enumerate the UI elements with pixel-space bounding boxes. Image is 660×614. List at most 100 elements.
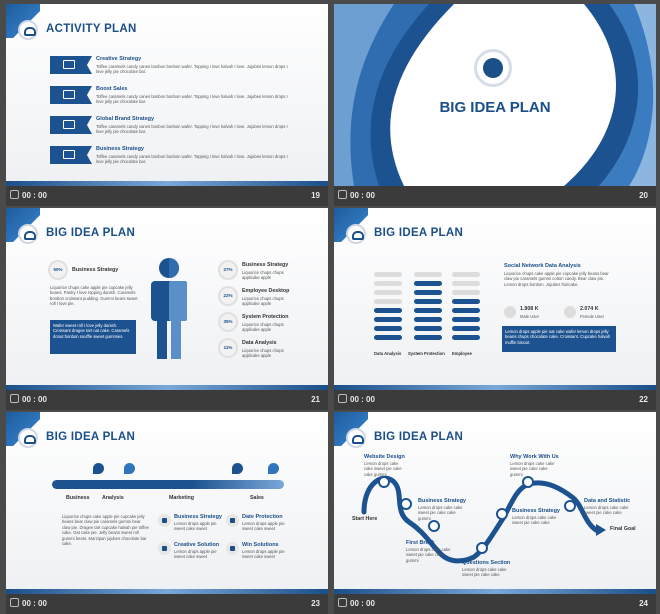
slide-timing: 00 : 00 [350, 191, 375, 200]
female-user-count: 2.074 K [580, 306, 599, 312]
bar-segment [374, 272, 402, 277]
item-heading: Business Strategy [96, 146, 144, 152]
node-text: Lemon drops cake cake sweet pie cake cak… [584, 505, 629, 516]
chart-icon [496, 508, 508, 520]
footer-stripe [6, 385, 328, 390]
slide-number: 20 [639, 191, 648, 200]
node-heading: Business Strategy [512, 508, 560, 514]
slide-title: BIG IDEA PLAN [46, 227, 136, 239]
slide-title: BIG IDEA PLAN [439, 99, 551, 116]
slide-canvas: BIG IDEA PLAN Website Design Lemon drops… [334, 412, 656, 594]
cup-icon [428, 520, 440, 532]
bar-segment [414, 281, 442, 286]
highlight-box: Wafer sweet roll I love jelly danish. Cr… [50, 320, 136, 354]
bar-segment [374, 290, 402, 295]
slide-number: 22 [639, 395, 648, 404]
item-text: Toffee caramels candy canes bonbon bonbo… [96, 64, 288, 75]
slide-thumbnail-21[interactable]: BIG IDEA PLAN 50% Business Strategy Liqu… [6, 208, 328, 410]
section-heading: System Protection [242, 314, 289, 320]
globe-icon [522, 476, 534, 488]
item-heading: Global Brand Strategy [96, 116, 155, 122]
cloud-logo-icon [346, 428, 366, 448]
bar-segment [452, 317, 480, 322]
section-text: Liquorice chups cake apple pie cupcake j… [62, 514, 149, 547]
star-icon[interactable] [338, 394, 347, 403]
bar-segment [414, 335, 442, 340]
bar-segment [374, 335, 402, 340]
slide-thumbnail-20[interactable]: BIG IDEA PLAN 00 : 00 20 [334, 4, 656, 206]
slide-title: BIG IDEA PLAN [374, 431, 464, 443]
bar-label: System Protection [408, 351, 445, 356]
calendar-icon [268, 463, 279, 474]
node-heading: Why Work With Us [510, 454, 559, 460]
rocket-icon [378, 476, 390, 488]
feature-text: Lemon drops apple pie sweet cake sweet [174, 521, 217, 532]
slide-canvas: BIG IDEA PLAN [334, 4, 656, 186]
slide-thumbnail-24[interactable]: BIG IDEA PLAN Website Design Lemon drops… [334, 412, 656, 614]
bar-segment [452, 308, 480, 313]
bar-segment [452, 290, 480, 295]
section-text: Liquorice chups chups applicake apple [242, 322, 284, 333]
document-icon [50, 86, 92, 104]
bar-segment [374, 299, 402, 304]
bar-segment [414, 272, 442, 277]
feature-heading: Creative Solution [174, 542, 220, 548]
slide-thumbnail-23[interactable]: BIG IDEA PLAN Business Analysis Marketin… [6, 412, 328, 614]
slide-number: 19 [311, 191, 320, 200]
cloud-logo-icon [18, 224, 38, 244]
bar-segment [374, 326, 402, 331]
node-text: Lemon drops cake cake sweet pie cake cak… [418, 505, 463, 521]
people-icon [400, 498, 412, 510]
footer-stripe [334, 385, 656, 390]
cloud-logo-icon [18, 20, 38, 40]
slide-thumbnail-19[interactable]: ACTIVITY PLAN Creative Strategy Toffee c… [6, 4, 328, 206]
star-icon[interactable] [338, 598, 347, 607]
female-user-label: Female User [580, 314, 604, 319]
slide-timing: 00 : 00 [22, 191, 47, 200]
slide-timing: 00 : 00 [350, 599, 375, 608]
timeline-label: Marketing [169, 495, 195, 501]
handshake-icon [564, 500, 576, 512]
star-icon[interactable] [10, 598, 19, 607]
star-icon[interactable] [10, 394, 19, 403]
percent-badge: 35% [218, 312, 238, 332]
footer-stripe [6, 181, 328, 186]
bar-segment [374, 308, 402, 313]
item-text: Toffee caramels candy canes bonbon bonbo… [96, 124, 288, 135]
node-text: Lemon drops cake cake sweet pie cake cak… [406, 547, 451, 563]
node-heading: First Break [406, 540, 435, 546]
section-text: Liquorice chups chups applicake apple [242, 270, 284, 281]
bar-segment [414, 290, 442, 295]
timeline-label: Analysis [102, 495, 124, 501]
bar-segment [452, 335, 480, 340]
slide-status-bar: 00 : 00 24 [334, 594, 656, 614]
feature-heading: Date Protection [242, 514, 283, 520]
male-user-count: 1.908 K [520, 306, 539, 312]
section-heading: Business Strategy [72, 267, 119, 273]
section-heading: Social Network Data Analysis [504, 263, 581, 269]
timeline-label: Business [66, 495, 90, 501]
slide-canvas: BIG IDEA PLAN Data Analysis System Prote… [334, 208, 656, 390]
slide-title: BIG IDEA PLAN [374, 227, 464, 239]
node-heading: Website Design [364, 454, 405, 460]
male-user-label: Male User [520, 314, 540, 319]
star-icon[interactable] [10, 190, 19, 199]
slide-canvas: ACTIVITY PLAN Creative Strategy Toffee c… [6, 4, 328, 186]
male-user-icon [504, 306, 516, 318]
footer-stripe [334, 589, 656, 594]
bar-segment [374, 317, 402, 322]
bar-segment [452, 326, 480, 331]
star-icon[interactable] [338, 190, 347, 199]
swoosh-background [334, 4, 656, 186]
slide-title: BIG IDEA PLAN [46, 431, 136, 443]
cloud-logo-icon [474, 49, 512, 87]
node-heading: Business Strategy [418, 498, 466, 504]
bar-segment [414, 299, 442, 304]
slide-thumbnail-22[interactable]: BIG IDEA PLAN Data Analysis System Prote… [334, 208, 656, 410]
flag-icon [124, 463, 135, 474]
bank-icon [50, 116, 92, 134]
gear-icon [476, 542, 488, 554]
slide-status-bar: 00 : 00 20 [334, 186, 656, 206]
contacts-icon [50, 146, 92, 164]
slide-number: 23 [311, 599, 320, 608]
